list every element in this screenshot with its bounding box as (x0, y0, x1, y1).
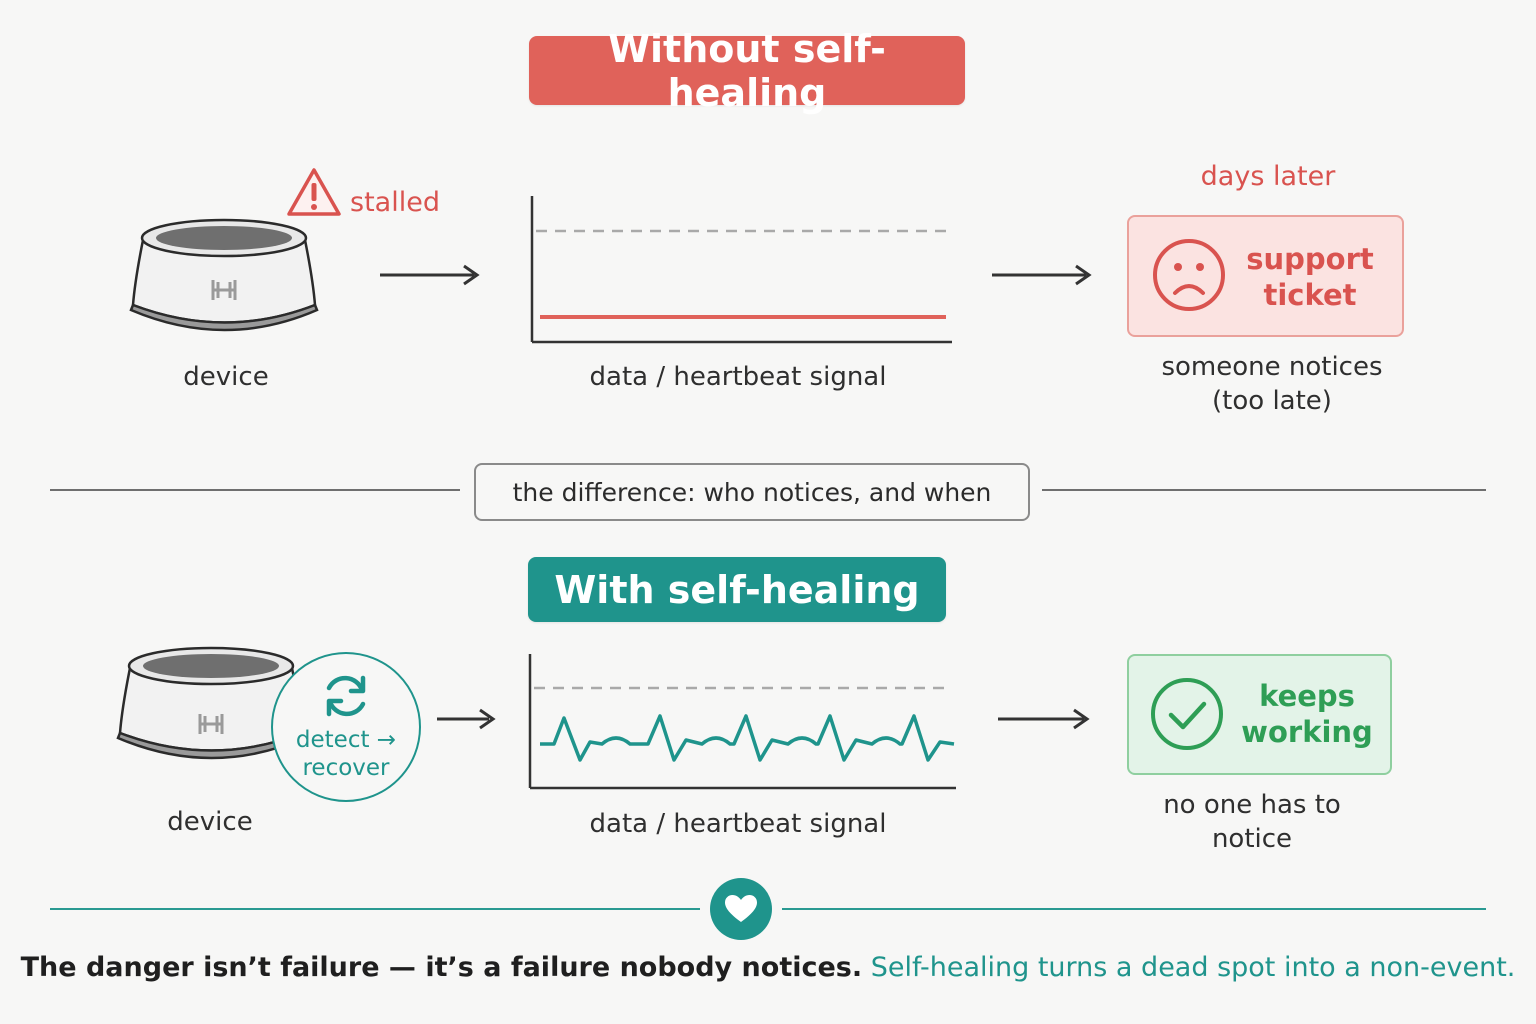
detect-label: detect → (295, 727, 397, 753)
arrow-right-icon (437, 708, 496, 730)
divider-line-left (50, 489, 460, 491)
banner-without-self-healing: Without self-healing (529, 27, 965, 115)
sad-face-icon (1153, 239, 1225, 311)
notice-line-2-bottom: notice (1211, 824, 1293, 854)
heartbeat-signal-chart (528, 654, 956, 790)
detect-recover-badge: detect → recover (271, 652, 421, 802)
banner-with-self-healing: With self-healing (528, 557, 946, 622)
heart-icon (725, 895, 757, 922)
footer-teal-text: Self-healing turns a dead spot into a no… (870, 952, 1516, 983)
checkmark-icon (1151, 678, 1223, 750)
h-logo-icon (211, 280, 237, 300)
difference-callout: the difference: who notices, and when (474, 463, 1030, 521)
device-icon (129, 218, 319, 332)
signal-label-bottom: data / heartbeat signal (589, 809, 887, 839)
signal-label-top: data / heartbeat signal (589, 362, 887, 392)
divider-line-right (1042, 489, 1486, 491)
notice-line-1-bottom: no one has to (1163, 790, 1341, 820)
footer-line-right (782, 908, 1486, 910)
heartbeat-line (540, 714, 955, 762)
ticket-line-1: support (1246, 242, 1374, 276)
footer-message: The danger isn’t failure — it’s a failur… (0, 948, 1536, 988)
device-label-bottom: device (167, 807, 253, 837)
keeps-working-box: keeps working (1127, 654, 1392, 775)
arrow-right-icon (380, 264, 480, 286)
keeps-line-1: keeps (1259, 679, 1355, 713)
h-logo-icon (198, 714, 224, 734)
notice-line-2-top: (too late) (1212, 386, 1332, 416)
flatline-signal-chart (530, 196, 952, 344)
arrow-right-icon (998, 708, 1090, 730)
arrow-right-icon (992, 264, 1092, 286)
support-ticket-box: support ticket (1127, 215, 1404, 337)
keeps-line-2: working (1241, 715, 1373, 749)
footer-dark-text: The danger isn’t failure — it’s a failur… (20, 952, 863, 983)
stalled-label: stalled (350, 187, 440, 218)
recover-label: recover (302, 755, 390, 781)
device-label-top: device (183, 362, 269, 392)
ticket-line-2: ticket (1263, 278, 1357, 312)
heart-badge (710, 878, 772, 940)
notice-line-1-top: someone notices (1161, 352, 1383, 382)
footer-line-left (50, 908, 700, 910)
refresh-icon (326, 675, 366, 717)
days-later-label: days later (1200, 161, 1336, 192)
warning-icon (287, 168, 341, 216)
